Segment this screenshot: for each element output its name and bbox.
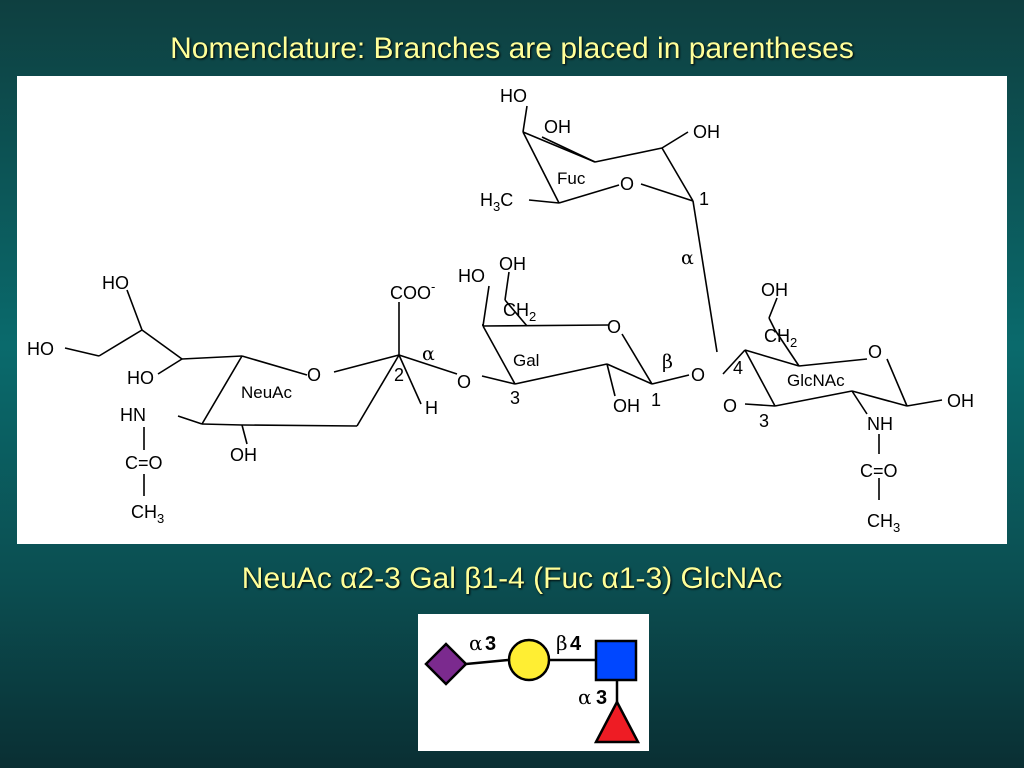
neuac-residue-label: NeuAc bbox=[241, 383, 293, 402]
snfg-symbol-diagram: α 3 β 4 α 3 bbox=[424, 631, 641, 744]
gal-residue-label: Gal bbox=[513, 351, 539, 370]
neuac-c4-hydroxyl: OH bbox=[230, 445, 257, 465]
fuc-c3-hydroxyl: OH bbox=[544, 117, 571, 137]
neuac-methyl: CH3 bbox=[131, 502, 164, 526]
neuac-gal-glycosidic-oxygen: O bbox=[457, 372, 471, 392]
neuac-gal-anomer-label: α bbox=[469, 631, 483, 655]
glcnac-ring-oxygen: O bbox=[868, 342, 882, 362]
glycan-structure-diagram: HO HO HO HN C=O CH3 OH NeuAc O COO- 2 H … bbox=[27, 86, 974, 535]
neuac-c3-hydrogen: H bbox=[425, 398, 438, 418]
glcnac-residue-label: GlcNAc bbox=[787, 371, 845, 390]
gal-c4-hydroxyl: HO bbox=[458, 266, 485, 286]
gal-c2-hydroxyl: OH bbox=[613, 396, 640, 416]
gal-glcnac-glycosidic-oxygen: O bbox=[691, 365, 705, 385]
neuac-ring-oxygen: O bbox=[307, 365, 321, 385]
bond-lines bbox=[64, 105, 943, 500]
neuac-gal-link bbox=[465, 658, 509, 666]
fuc-residue-label: Fuc bbox=[557, 169, 586, 188]
snfg-symbol-panel: α 3 β 4 α 3 bbox=[418, 614, 649, 751]
structure-panel: HO HO HO HN C=O CH3 OH NeuAc O COO- 2 H … bbox=[17, 76, 1007, 544]
glcnac-c6-hydroxyl: OH bbox=[761, 280, 788, 300]
gal-position-1: 1 bbox=[651, 390, 661, 410]
gal-glcnac-position-label: 4 bbox=[570, 633, 582, 655]
fuc-position-1: 1 bbox=[699, 189, 709, 209]
gal-circle-symbol bbox=[507, 638, 551, 682]
fuc-glcnac-position-label: 3 bbox=[596, 687, 607, 709]
fuc-ring-oxygen: O bbox=[620, 174, 634, 194]
neuac-gal-alpha: α bbox=[422, 343, 435, 365]
neuac-c7-hydroxyl: HO bbox=[127, 368, 154, 388]
neuac-c9-hydroxyl: HO bbox=[27, 339, 54, 359]
gal-glcnac-beta: β bbox=[662, 351, 673, 373]
glcnac-methyl: CH3 bbox=[867, 511, 900, 535]
fuc-c2-hydroxyl: OH bbox=[693, 122, 720, 142]
neuac-diamond-symbol bbox=[424, 642, 468, 686]
fuc-c4-hydroxyl: HO bbox=[500, 86, 527, 106]
glcnac-c3-oxygen: O bbox=[723, 396, 737, 416]
gal-ring-oxygen: O bbox=[607, 317, 621, 337]
fuc-glcnac-anomer-label: α bbox=[578, 685, 592, 709]
gal-c6-hydroxyl: OH bbox=[499, 254, 526, 274]
iupac-formula: NeuAc α2-3 Gal β1-4 (Fuc α1-3) GlcNAc bbox=[241, 562, 783, 595]
neuac-amide-nitrogen: HN bbox=[120, 405, 146, 425]
neuac-position-2: 2 bbox=[394, 365, 404, 385]
gal-c6-methylene: CH2 bbox=[503, 300, 536, 324]
gal-glcnac-anomer-label: β bbox=[556, 631, 568, 655]
slide-title: Nomenclature: Branches are placed in par… bbox=[170, 32, 854, 65]
glcnac-c6-methylene: CH2 bbox=[764, 326, 797, 350]
glcnac-square-symbol bbox=[594, 639, 638, 682]
glcnac-position-3: 3 bbox=[759, 411, 769, 431]
neuac-carboxylate: COO- bbox=[390, 279, 435, 303]
glcnac-amide-nitrogen: NH bbox=[867, 414, 893, 434]
glcnac-position-4: 4 bbox=[733, 358, 743, 378]
fuc-methyl: H3C bbox=[480, 190, 513, 214]
neuac-carbonyl: C=O bbox=[125, 453, 163, 473]
gal-position-3: 3 bbox=[510, 388, 520, 408]
glcnac-carbonyl: C=O bbox=[860, 461, 898, 481]
fuc-glcnac-alpha: α bbox=[681, 247, 694, 269]
glcnac-anomeric-hydroxyl: OH bbox=[947, 391, 974, 411]
fuc-triangle-symbol bbox=[593, 699, 641, 744]
neuac-gal-position-label: 3 bbox=[485, 633, 496, 655]
neuac-c8-hydroxyl: HO bbox=[102, 273, 129, 293]
